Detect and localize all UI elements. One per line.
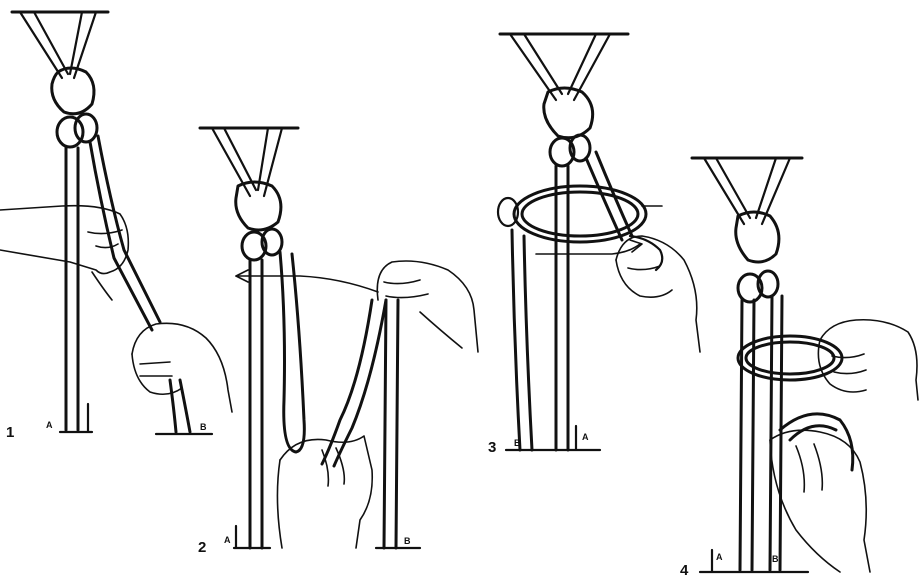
end-a-label: A [582,432,589,442]
rope [738,271,853,570]
step-number: 1 [6,424,14,441]
step-number: 4 [680,562,689,579]
panel-1: 1 A B [0,12,232,441]
left-hand [277,436,372,548]
end-a-ground-mark [234,526,270,548]
step-number: 2 [198,539,206,556]
direction-arrow [236,270,378,292]
right-hand [377,261,478,352]
panel-4: 4 A B [680,158,918,579]
end-a-label: A [224,535,231,545]
anchor-sling [12,12,108,78]
end-a-label: A [46,420,53,430]
end-b-label: B [404,536,411,546]
end-b-label: B [514,438,521,448]
panel-2: 2 A B [198,128,478,556]
end-b-label: B [772,554,779,564]
right-hand [132,323,232,412]
rope [242,229,398,548]
end-b-label: B [200,422,207,432]
rope [57,114,190,432]
end-a-label: A [716,552,723,562]
anchor-sling [500,34,628,100]
left-hand [770,430,870,572]
carabiner [544,88,593,138]
rope [498,135,662,450]
panel-3: 3 B A [488,34,700,456]
right-hand [616,236,700,352]
carabiner [52,68,94,114]
left-hand [0,206,128,300]
anchor-sling [200,128,298,196]
step-number: 3 [488,439,496,456]
